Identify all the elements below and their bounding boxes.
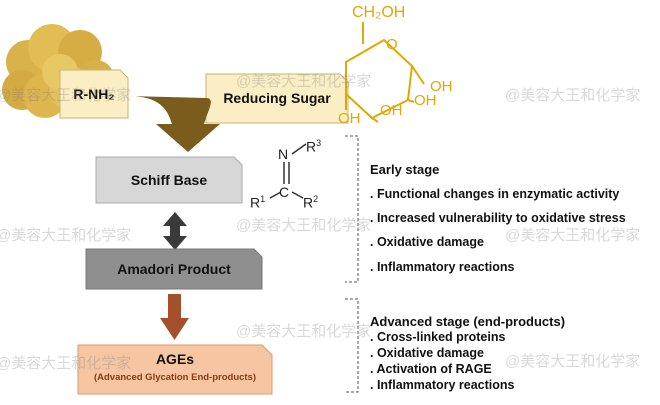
sugar-oh-left: OH <box>380 102 403 119</box>
sugar-oh-mid: OH <box>414 92 437 109</box>
early-item: . Increased vulnerability to oxidative s… <box>370 211 626 225</box>
early-stage-title: Early stage <box>370 162 440 177</box>
sugar-label: Reducing Sugar <box>223 90 331 106</box>
schiff-label: Schiff Base <box>130 172 208 188</box>
ages-arrow-icon <box>160 294 189 340</box>
sugar-oh-right: OH <box>430 78 453 95</box>
sugar-ch2oh: CH₂OH <box>352 4 406 21</box>
schiff-r2: R2 <box>303 194 319 211</box>
advanced-stage-title: Advanced stage (end-products) <box>370 314 566 329</box>
early-item: . Inflammatory reactions <box>370 260 515 274</box>
schiff-r1: R1 <box>250 194 266 211</box>
advanced-item: . Activation of RAGE <box>370 362 492 376</box>
advanced-item: . Oxidative damage <box>370 346 484 360</box>
amine-box <box>59 69 129 119</box>
amine-label: R-NH₂ <box>73 86 115 102</box>
amadori-label: Amadori Product <box>117 261 231 277</box>
ages-box <box>77 344 273 395</box>
schiff-r3: R3 <box>306 138 322 155</box>
schiff-n: N <box>278 146 289 162</box>
advanced-item: . Inflammatory reactions <box>370 378 515 392</box>
schiff-structure-icon <box>269 143 307 199</box>
schiff-box <box>95 156 243 204</box>
advanced-bracket <box>345 298 359 393</box>
glucose-structure-icon <box>345 22 425 123</box>
early-item: . Functional changes in enzymatic activi… <box>370 187 620 201</box>
advanced-item: . Cross-linked proteins <box>370 330 506 344</box>
ages-sublabel: (Advanced Glycation End-products) <box>93 372 257 383</box>
sugar-ring-o: O <box>386 36 398 53</box>
schiff-c: C <box>279 184 290 200</box>
ages-label: AGEs <box>155 351 195 367</box>
early-bracket <box>345 135 359 283</box>
double-arrow-icon <box>163 212 187 250</box>
merge-arrow-icon <box>128 96 220 152</box>
amadori-box <box>85 248 263 290</box>
early-item: . Oxidative damage <box>370 235 484 249</box>
sugar-oh-bottom: OH <box>338 110 361 127</box>
